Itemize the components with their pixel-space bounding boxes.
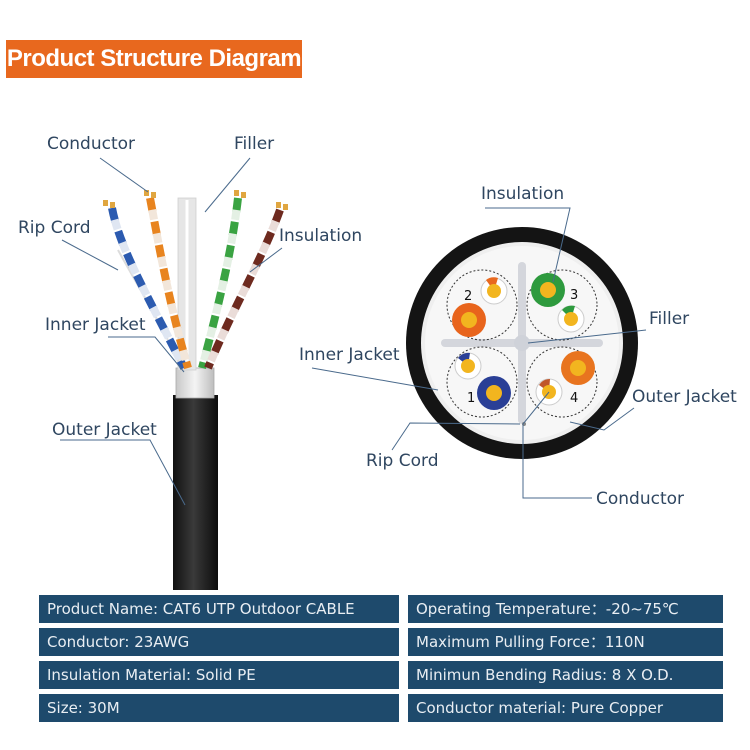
label-filler-side: Filler — [234, 134, 275, 154]
label-conductor-side: Conductor — [47, 134, 136, 154]
label-inner-jacket-side: Inner Jacket — [45, 315, 146, 335]
inner-jacket-band — [175, 367, 215, 399]
spec-product-name: Product Name: CAT6 UTP Outdoor CABLE — [39, 595, 399, 623]
label-outer-jacket-cross: Outer Jacket — [632, 387, 737, 407]
label-rip-cord-cross: Rip Cord — [366, 451, 439, 471]
pair-number-4: 4 — [570, 391, 578, 406]
orange-pair — [146, 197, 192, 370]
blue-pair — [108, 207, 188, 370]
cross-section: 1 2 3 4 — [311, 207, 647, 499]
pair-3 — [531, 273, 585, 333]
pair-number-2: 2 — [464, 289, 472, 304]
pair-1 — [454, 352, 511, 410]
green-pair — [198, 197, 242, 370]
spec-operating-temperature: Operating Temperature：-20~75℃ — [408, 595, 723, 623]
label-filler-cross: Filler — [649, 309, 690, 329]
spec-conductor: Conductor: 23AWG — [39, 628, 399, 656]
spec-min-bending-radius: Minimun Bending Radius: 8 X O.D. — [408, 661, 723, 689]
spec-conductor-material: Conductor material: Pure Copper — [408, 694, 723, 722]
outer-jacket-body — [173, 395, 218, 590]
label-outer-jacket-side: Outer Jacket — [52, 420, 157, 440]
label-rip-cord-side: Rip Cord — [18, 218, 91, 238]
spec-max-pulling-force: Maximum Pulling Force：110N — [408, 628, 723, 656]
cross-leaders — [311, 207, 647, 499]
label-insulation-cross: Insulation — [481, 184, 565, 204]
copper-tips — [103, 190, 288, 210]
label-inner-jacket-cross: Inner Jacket — [299, 345, 400, 365]
spec-size: Size: 30M — [39, 694, 399, 722]
pair-number-3: 3 — [570, 288, 578, 303]
side-leaders — [60, 157, 283, 506]
page-title: Product Structure Diagram — [6, 40, 302, 78]
label-conductor-cross: Conductor — [596, 489, 685, 509]
pair-number-1: 1 — [467, 391, 475, 406]
label-insulation-side: Insulation — [279, 226, 363, 246]
pair-2 — [452, 277, 508, 337]
side-view-cable — [60, 157, 288, 590]
brown-pair — [204, 208, 284, 370]
spec-insulation-material: Insulation Material: Solid PE — [39, 661, 399, 689]
